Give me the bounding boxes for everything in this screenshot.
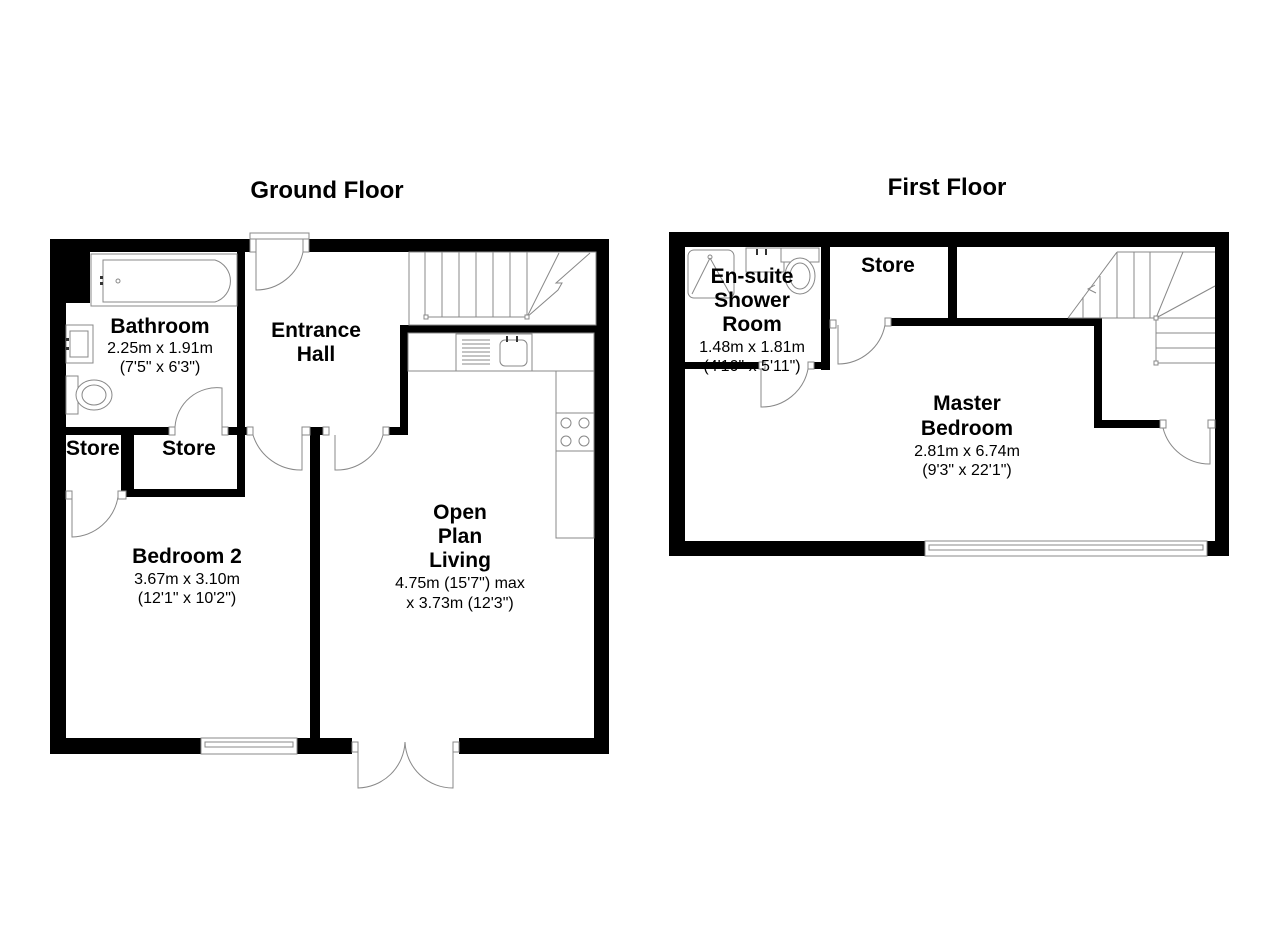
ground-floor-walls — [50, 239, 609, 754]
svg-text:4.75m (15'7") max: 4.75m (15'7") max — [395, 575, 525, 592]
first-floor-staircase-icon — [1067, 251, 1216, 366]
sink-icon — [455, 333, 533, 372]
living-door — [322, 426, 390, 471]
svg-text:Master: Master — [933, 392, 1001, 415]
first-floor-title: First Floor — [888, 174, 1007, 201]
bedroom2-window — [200, 737, 298, 755]
svg-text:(4'10" x 5'11"): (4'10" x 5'11") — [703, 358, 800, 375]
bath-icon — [90, 253, 238, 307]
bedroom2-door — [246, 426, 311, 471]
first-floor: First Floor — [669, 174, 1229, 557]
svg-text:Store: Store — [861, 254, 915, 277]
svg-text:(7'5" x 6'3"): (7'5" x 6'3") — [120, 359, 201, 376]
master-bedroom-label: Master Bedroom 2.81m x 6.74m (9'3" x 22'… — [914, 392, 1020, 479]
svg-text:Bedroom 2: Bedroom 2 — [132, 545, 242, 568]
staircase-icon — [408, 251, 597, 326]
front-door — [249, 232, 310, 291]
svg-text:En-suite: En-suite — [711, 265, 794, 288]
master-bedroom-window — [924, 540, 1208, 557]
svg-text:2.81m x 6.74m: 2.81m x 6.74m — [914, 443, 1020, 460]
svg-text:(9'3" x 22'1"): (9'3" x 22'1") — [922, 462, 1012, 479]
french-doors — [351, 741, 460, 789]
svg-text:Bathroom: Bathroom — [110, 315, 209, 338]
svg-text:Store: Store — [66, 437, 120, 460]
svg-text:Living: Living — [429, 549, 491, 572]
store-door — [65, 490, 127, 538]
svg-text:(12'1" x 10'2"): (12'1" x 10'2") — [138, 590, 236, 607]
svg-text:Room: Room — [722, 313, 782, 336]
store-left-label: Store — [66, 437, 120, 460]
bathroom-label: Bathroom 2.25m x 1.91m (7'5" x 6'3") — [107, 315, 213, 376]
svg-text:x 3.73m (12'3"): x 3.73m (12'3") — [406, 595, 513, 612]
ground-floor: Ground Floor — [50, 177, 609, 789]
bedroom2-label: Bedroom 2 3.67m x 3.10m (12'1" x 10'2") — [132, 545, 242, 607]
svg-text:Entrance: Entrance — [271, 319, 361, 342]
svg-text:Shower: Shower — [714, 289, 790, 312]
svg-text:1.48m x 1.81m: 1.48m x 1.81m — [699, 339, 805, 356]
washbasin-icon — [65, 324, 94, 364]
svg-text:Plan: Plan — [438, 525, 482, 548]
entrance-hall-label: Entrance Hall — [271, 319, 361, 366]
store-door-first — [829, 317, 892, 365]
svg-text:Open: Open — [433, 501, 487, 524]
open-plan-label: Open Plan Living 4.75m (15'7") max x 3.7… — [395, 501, 525, 612]
kitchen-units — [407, 332, 595, 539]
ground-floor-title: Ground Floor — [250, 177, 403, 204]
shower-tray-icon — [687, 249, 735, 299]
svg-text:Hall: Hall — [297, 343, 336, 366]
svg-text:2.25m x 1.91m: 2.25m x 1.91m — [107, 340, 213, 357]
bathroom-door — [168, 387, 229, 436]
ensuite-label: En-suite Shower Room 1.48m x 1.81m (4'10… — [699, 265, 805, 375]
svg-text:3.67m x 3.10m: 3.67m x 3.10m — [134, 571, 240, 588]
svg-text:Store: Store — [162, 437, 216, 460]
store-right-label: Store — [162, 437, 216, 460]
master-bedroom-door — [1159, 419, 1216, 465]
hob-icon — [555, 412, 595, 452]
svg-text:Bedroom: Bedroom — [921, 417, 1013, 440]
first-floor-walls — [669, 232, 1229, 556]
first-store-label: Store — [861, 254, 915, 277]
toilet-icon — [65, 375, 113, 415]
ensuite-toilet-icon — [780, 247, 820, 295]
ensuite-door — [758, 361, 815, 408]
